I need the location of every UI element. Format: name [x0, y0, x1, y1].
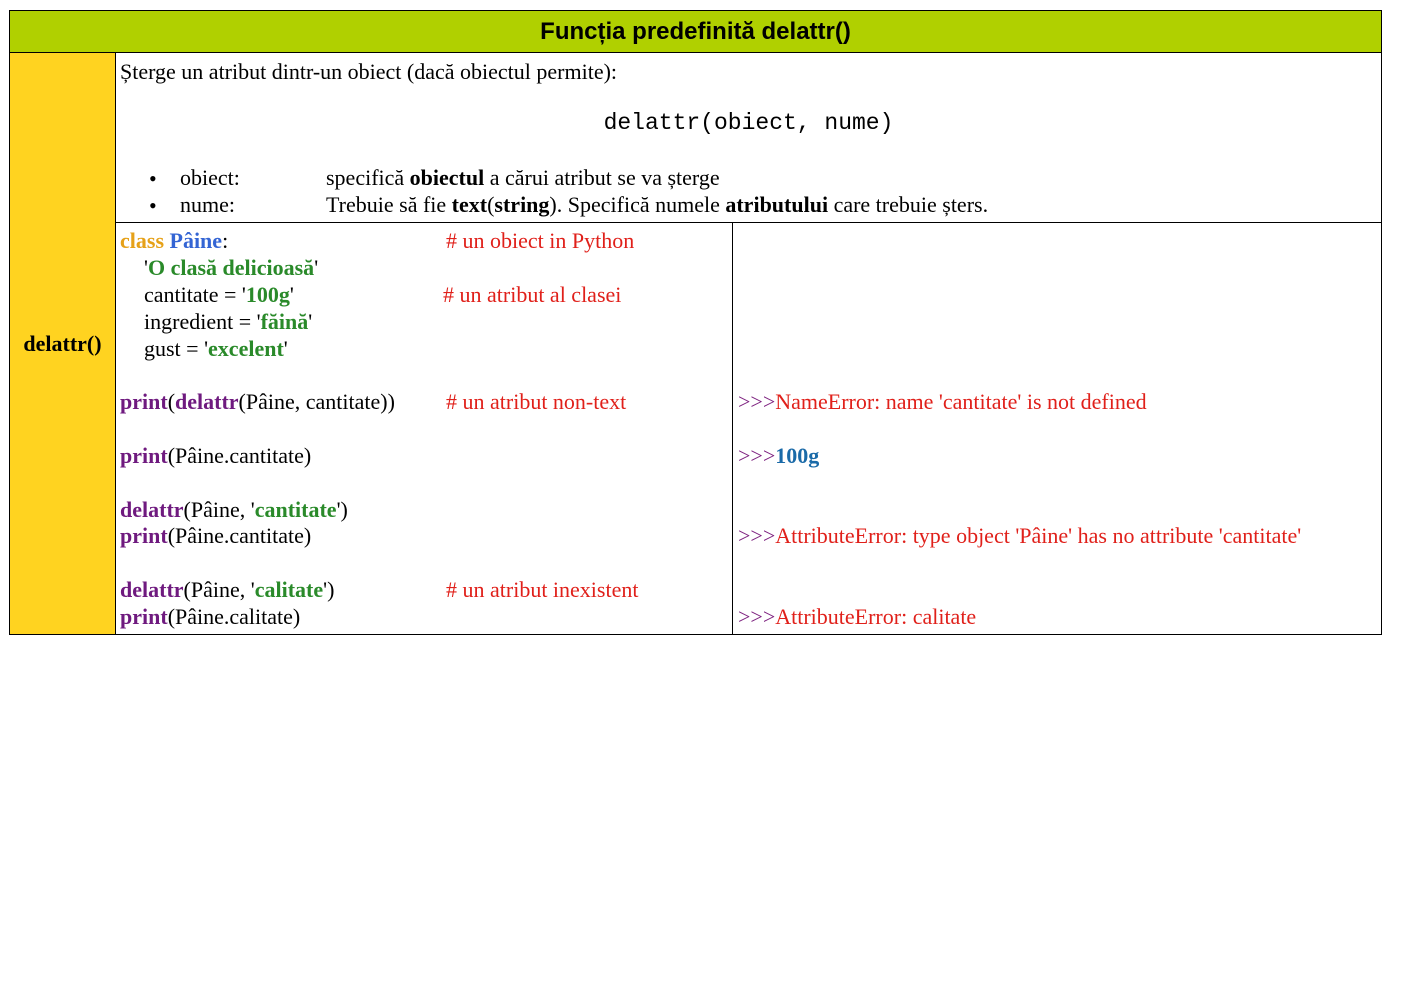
description-cell: Șterge un atribut dintr-un obiect (dacă … [114, 52, 1383, 223]
param-name-nume: nume: [180, 192, 235, 217]
code-line: class Pâine: [120, 228, 229, 253]
code-comment: # un atribut al clasei [443, 282, 622, 307]
param-bullet: • [149, 193, 157, 218]
code-comment: # un obiect in Python [446, 228, 635, 253]
param-desc-nume: Trebuie să fie text(string). Specifică n… [326, 192, 989, 217]
delattr-doc-table: Funcția predefinită delattr() delattr() … [8, 10, 1383, 635]
code-line: print(Pâine.cantitate) [120, 443, 312, 468]
code-line: print(Pâine.cantitate) [120, 523, 312, 548]
param-bullet: • [149, 166, 157, 191]
page-title: Funcția predefinită delattr() [8, 10, 1383, 53]
output-line: >>>AttributeError: calitate [738, 604, 977, 629]
code-line: delattr(Pâine, 'calitate') [120, 577, 335, 602]
syntax-line: delattr(obiect, nume) [603, 110, 894, 136]
output-line: >>>AttributeError: type object 'Pâine' h… [738, 523, 1302, 548]
description-intro: Șterge un atribut dintr-un obiect (dacă … [120, 59, 618, 84]
param-name-obiect: obiect: [180, 165, 240, 190]
function-name-label: delattr() [9, 52, 116, 635]
code-line: print(Pâine.calitate) [120, 604, 301, 629]
code-example-cell: class Pâine: # un obiect in Python 'O cl… [115, 222, 733, 635]
code-comment: # un atribut inexistent [446, 577, 639, 602]
output-cell: >>>NameError: name 'cantitate' is not de… [731, 222, 1383, 635]
output-line: >>>100g [738, 443, 820, 468]
code-comment: # un atribut non-text [446, 389, 627, 414]
code-line: 'O clasă delicioasă' [144, 255, 319, 280]
output-line: >>>NameError: name 'cantitate' is not de… [738, 389, 1147, 414]
param-desc-obiect: specifică obiectul a cărui atribut se va… [326, 165, 720, 190]
code-line: cantitate = '100g' [144, 282, 294, 307]
code-line: delattr(Pâine, 'cantitate') [120, 497, 348, 522]
code-line: ingredient = 'făină' [144, 309, 313, 334]
code-line: print(delattr(Pâine, cantitate)) [120, 389, 395, 414]
code-line: gust = 'excelent' [144, 336, 288, 361]
